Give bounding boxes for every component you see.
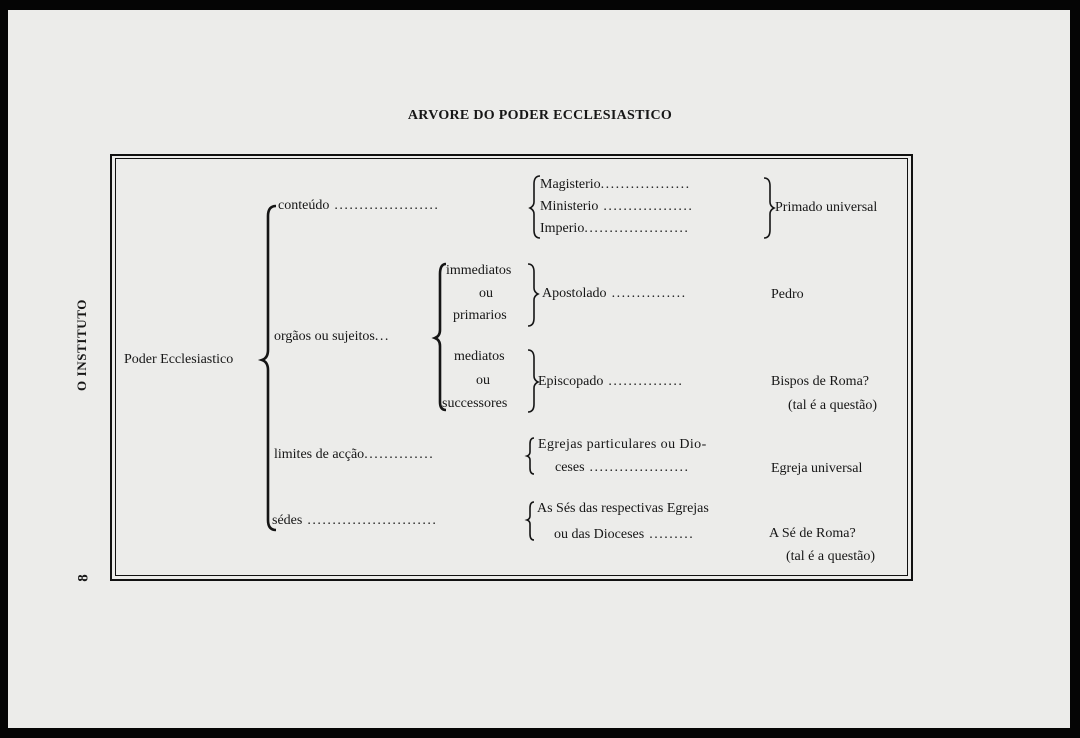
tree-root: Poder Ecclesiastico (124, 352, 234, 367)
item-ministerio: Ministerio .................. (540, 199, 694, 214)
result-pedro: Pedro (771, 287, 804, 302)
office-episcopado: Episcopado ............... (538, 374, 684, 389)
branch-limites-label: limites de acção.............. (274, 447, 435, 462)
conteudo-brace (528, 175, 541, 239)
limites-item-line1: Egrejas particulares ou Dio- (538, 437, 707, 452)
limites-brace (524, 437, 535, 475)
sedes-brace (524, 501, 535, 541)
page-title: ARVORE DO PODER ECCLESIASTICO (407, 108, 673, 123)
office-apostolado: Apostolado ............... (542, 286, 687, 301)
table-frame-outer (110, 154, 913, 581)
result-bispos: Bispos de Roma? (771, 374, 869, 389)
limites-item-line2: ceses .................... (555, 460, 690, 475)
immediatos-line1: immediatos (446, 263, 512, 278)
primado-brace (763, 177, 776, 239)
branch-sedes-label: sédes .......................... (272, 513, 438, 528)
result-egreja-universal: Egreja universal (771, 461, 863, 476)
mediatos-line1: mediatos (454, 349, 505, 364)
sedes-item-line1: As Sés das respectivas Egrejas (537, 501, 709, 516)
item-magisterio: Magisterio.................. (540, 177, 691, 192)
mediatos-line2: ou (476, 373, 490, 388)
immediatos-line2: ou (479, 286, 493, 301)
branch-conteudo-label: conteúdo ..................... (278, 198, 440, 213)
note-bispos: (tal é a questão) (788, 398, 878, 413)
result-se-de-roma: A Sé de Roma? (769, 526, 856, 541)
table-frame-inner (115, 158, 908, 576)
immediatos-brace (527, 263, 540, 327)
sedes-item-line2: ou das Dioceses ......... (554, 527, 695, 542)
mediatos-line3: successores (442, 396, 508, 411)
page-paper (8, 10, 1070, 728)
result-primado: Primado universal (775, 200, 878, 215)
note-se-de-roma: (tal é a questão) (786, 549, 876, 564)
item-imperio: Imperio..................... (540, 221, 690, 236)
branch-orgaos-label: orgãos ou sujeitos... (274, 329, 390, 344)
immediatos-line3: primarios (453, 308, 507, 323)
main-brace (257, 204, 277, 532)
orgaos-brace (431, 262, 447, 412)
mediatos-brace (527, 349, 540, 413)
